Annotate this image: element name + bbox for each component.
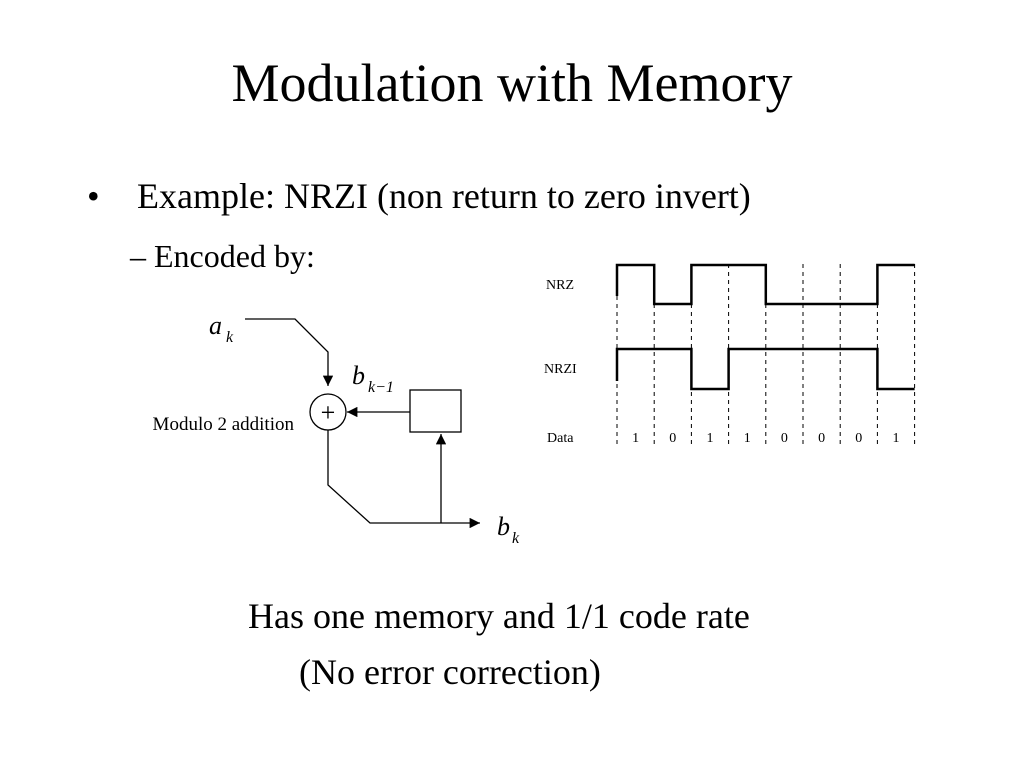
note-line-1: Has one memory and 1/1 code rate xyxy=(248,596,750,636)
data-bit-label: 1 xyxy=(744,431,751,446)
adder-caption: Modulo 2 addition xyxy=(153,414,295,435)
input-a-label: a xyxy=(209,311,222,340)
data-bit-label: 0 xyxy=(855,431,862,446)
data-row-label: Data xyxy=(547,431,574,446)
nrz-label: NRZ xyxy=(546,278,574,293)
nrz-waveform xyxy=(615,263,915,306)
slide-title: Modulation with Memory xyxy=(231,53,793,113)
data-bit-label: 0 xyxy=(818,431,825,446)
data-bit-label: 1 xyxy=(893,431,900,446)
data-bit-label: 0 xyxy=(781,431,788,446)
feedback-b-label: b xyxy=(352,361,365,390)
data-bit-label: 0 xyxy=(669,431,676,446)
bullet-text: Example: NRZI (non return to zero invert… xyxy=(137,176,751,216)
data-bit-label: 1 xyxy=(707,431,714,446)
data-bit-label: 1 xyxy=(632,431,639,446)
input-line xyxy=(245,318,334,386)
note-line-2: (No error correction) xyxy=(299,652,601,692)
output-b-label: b xyxy=(497,512,510,541)
adder-plus: + xyxy=(321,398,336,427)
input-a-subscript: k xyxy=(226,329,234,346)
bullet-marker: • xyxy=(87,176,100,216)
sub-bullet-text: – Encoded by: xyxy=(130,238,315,274)
output-b-subscript: k xyxy=(512,530,520,547)
delay-block xyxy=(409,389,462,433)
nrzi-waveform xyxy=(615,347,915,391)
feedback-b-subscript: k−1 xyxy=(368,379,394,396)
output-line xyxy=(327,430,480,529)
nrzi-label: NRZI xyxy=(544,362,577,377)
